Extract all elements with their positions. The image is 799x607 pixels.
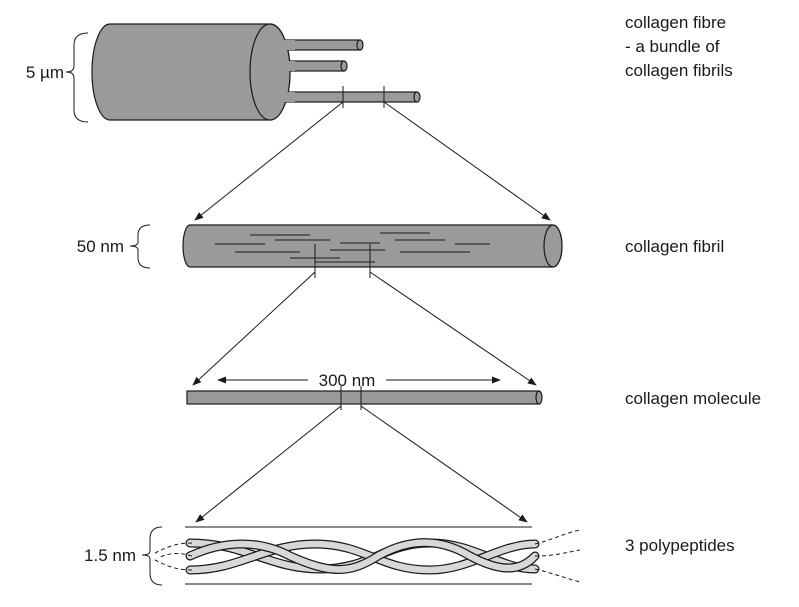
- arrow-molecule-to-helix-right: [360, 405, 528, 523]
- helix-dashed-ends: [154, 529, 581, 583]
- polypeptide-strands: [185, 538, 540, 575]
- arrow-fibre-to-fibril-left: [194, 101, 344, 221]
- fibre-label-line3: collagen fibrils: [625, 61, 733, 80]
- collagen-fibre-group: 5 µm collagen fibre - a bundle of collag…: [26, 13, 733, 123]
- arrow-fibre-to-fibril-right: [383, 101, 551, 221]
- fibril-scale-label: 50 nm: [77, 237, 124, 256]
- arrow-molecule-to-helix-left: [195, 405, 342, 523]
- fibre-label-line1: collagen fibre: [625, 13, 726, 32]
- fibril-brace: [129, 224, 151, 269]
- arrow-fibril-to-molecule-right: [369, 271, 537, 386]
- collagen-fibril-group: 50 nm collagen fibril: [77, 224, 724, 278]
- helix-label: 3 polypeptides: [625, 536, 735, 555]
- fibril-label: collagen fibril: [625, 237, 724, 256]
- molecule-scale-label: 300 nm: [319, 371, 376, 390]
- fibre-brace: [65, 32, 89, 123]
- fibre-scale-label: 5 µm: [26, 63, 64, 82]
- fibre-label-line2: - a bundle of: [625, 37, 720, 56]
- molecule-label: collagen molecule: [625, 389, 761, 408]
- fibril-cylinder: [182, 224, 563, 268]
- triple-helix-group: 1.5 nm 3 polypeptides: [84, 526, 735, 586]
- helix-scale-label: 1.5 nm: [84, 546, 136, 565]
- helix-brace: [141, 526, 163, 586]
- molecule-rod: [186, 390, 540, 405]
- arrow-fibril-to-molecule-left: [192, 271, 316, 386]
- collagen-molecule-group: 300 nm collagen molecule: [186, 371, 761, 410]
